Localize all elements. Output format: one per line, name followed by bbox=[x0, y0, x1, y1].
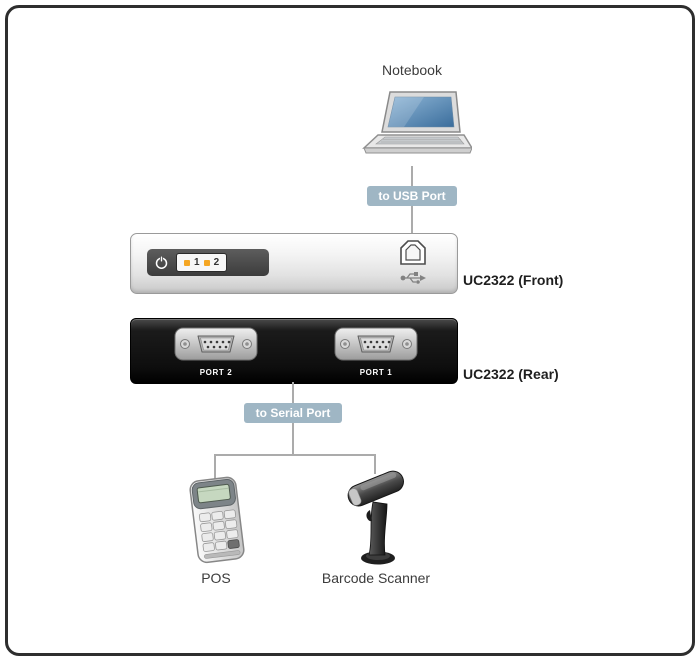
port-2-label: PORT 2 bbox=[199, 368, 233, 377]
led-2-label: 2 bbox=[213, 257, 220, 268]
usb-b-port-icon bbox=[400, 240, 426, 265]
db9-port-left-icon bbox=[174, 327, 258, 361]
branch-line-scanner bbox=[374, 454, 376, 474]
usb-port-badge: to USB Port bbox=[367, 186, 457, 206]
barcode-scanner-icon bbox=[347, 470, 404, 565]
pos-label: POS bbox=[201, 570, 231, 586]
rear-panel: PORT 2 PORT 1 bbox=[130, 318, 458, 384]
led-2-indicator bbox=[203, 259, 210, 266]
serial-port-badge: to Serial Port bbox=[244, 403, 342, 423]
led-display: 1 2 bbox=[176, 253, 228, 272]
front-panel-label: UC2322 (Front) bbox=[463, 272, 564, 288]
led-1-label: 1 bbox=[194, 257, 200, 268]
front-panel: 1 2 bbox=[130, 233, 458, 294]
led-1-indicator bbox=[184, 259, 190, 266]
port-1-label: PORT 1 bbox=[359, 368, 393, 377]
power-button-icon bbox=[155, 256, 168, 269]
db9-port-right-icon bbox=[334, 327, 418, 361]
pos-terminal-icon bbox=[189, 476, 245, 564]
notebook-label: Notebook bbox=[382, 62, 442, 78]
notebook-icon bbox=[362, 91, 472, 154]
branch-line-horizontal bbox=[214, 454, 376, 456]
serial-port-2: PORT 2 bbox=[174, 327, 258, 377]
led-strip: 1 2 bbox=[147, 249, 269, 276]
branch-line-pos bbox=[214, 454, 216, 482]
serial-port-1: PORT 1 bbox=[334, 327, 418, 377]
scanner-label: Barcode Scanner bbox=[321, 570, 431, 586]
rear-panel-label: UC2322 (Rear) bbox=[463, 366, 559, 382]
usb-trident-icon bbox=[400, 272, 426, 284]
